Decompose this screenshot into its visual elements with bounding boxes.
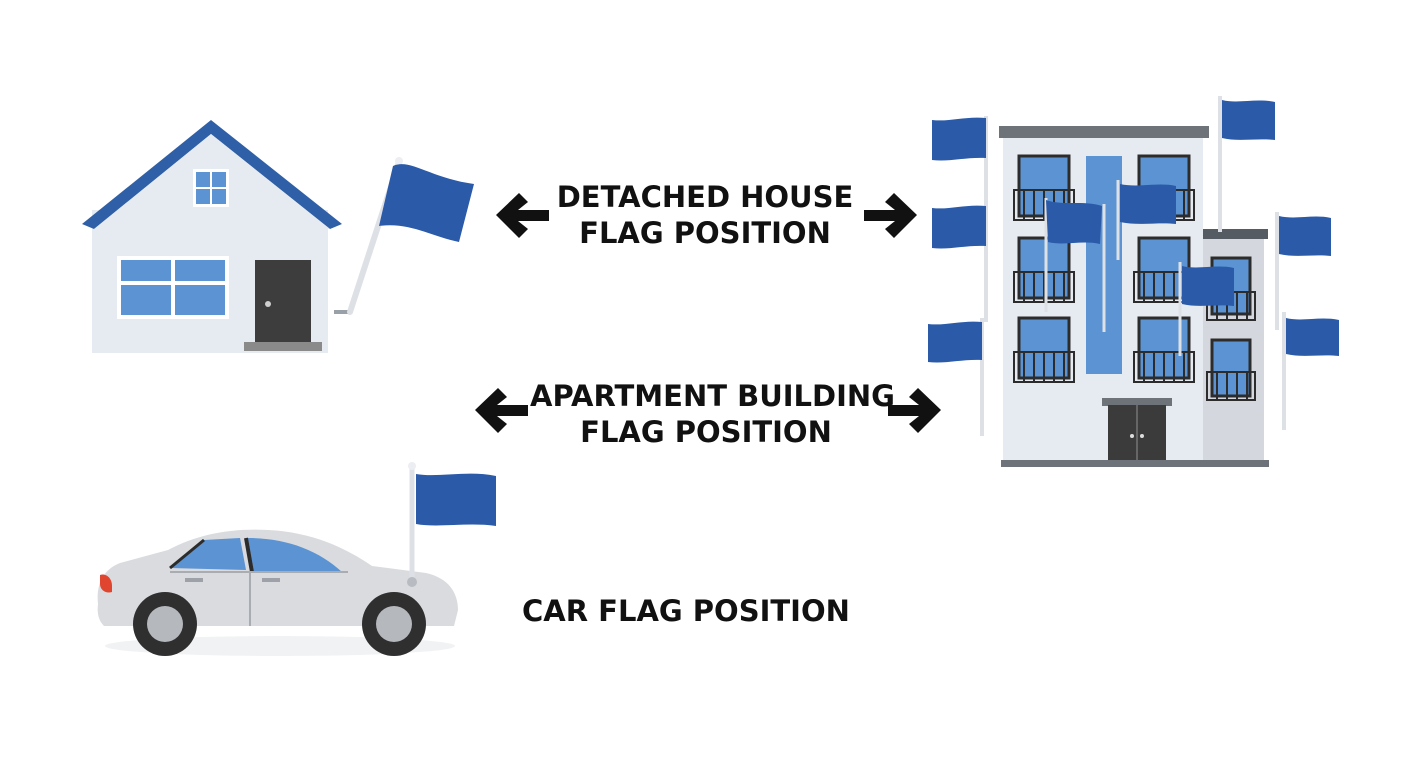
house-label-line2: FLAG POSITION — [579, 216, 831, 250]
flag-icon — [932, 117, 986, 161]
flag-icon — [1279, 216, 1331, 256]
flag-icon — [928, 321, 982, 363]
house-icon — [82, 120, 342, 353]
apartment-label-line1: APARTMENT BUILDING — [530, 379, 895, 413]
arrow-right-icon — [864, 193, 917, 238]
apartment-label-line2: FLAG POSITION — [580, 415, 832, 449]
house-door — [244, 260, 322, 351]
flag-icon — [1222, 100, 1275, 140]
flag-icon — [1286, 318, 1339, 356]
flag-icon — [1120, 184, 1176, 224]
house-label-line1: DETACHED HOUSE — [556, 180, 854, 214]
house-attic-window — [193, 169, 229, 207]
car-icon — [97, 529, 458, 656]
car-label: CAR FLAG POSITION — [522, 593, 850, 629]
house-window — [117, 256, 229, 319]
car-flag-icon — [407, 462, 496, 587]
apartment-label: APARTMENT BUILDING FLAG POSITION — [530, 378, 895, 450]
arrow-left-icon — [475, 388, 528, 433]
car-label-line1: CAR FLAG POSITION — [522, 594, 850, 628]
flag-icon — [932, 205, 986, 249]
arrow-left-icon — [496, 193, 549, 238]
house-flag-icon — [334, 157, 474, 315]
flag-icon — [1182, 266, 1234, 306]
arrow-right-icon — [888, 388, 941, 433]
apartment-flags — [928, 96, 1339, 436]
house-label: DETACHED HOUSE FLAG POSITION — [555, 179, 855, 251]
flag-icon — [1046, 200, 1102, 244]
